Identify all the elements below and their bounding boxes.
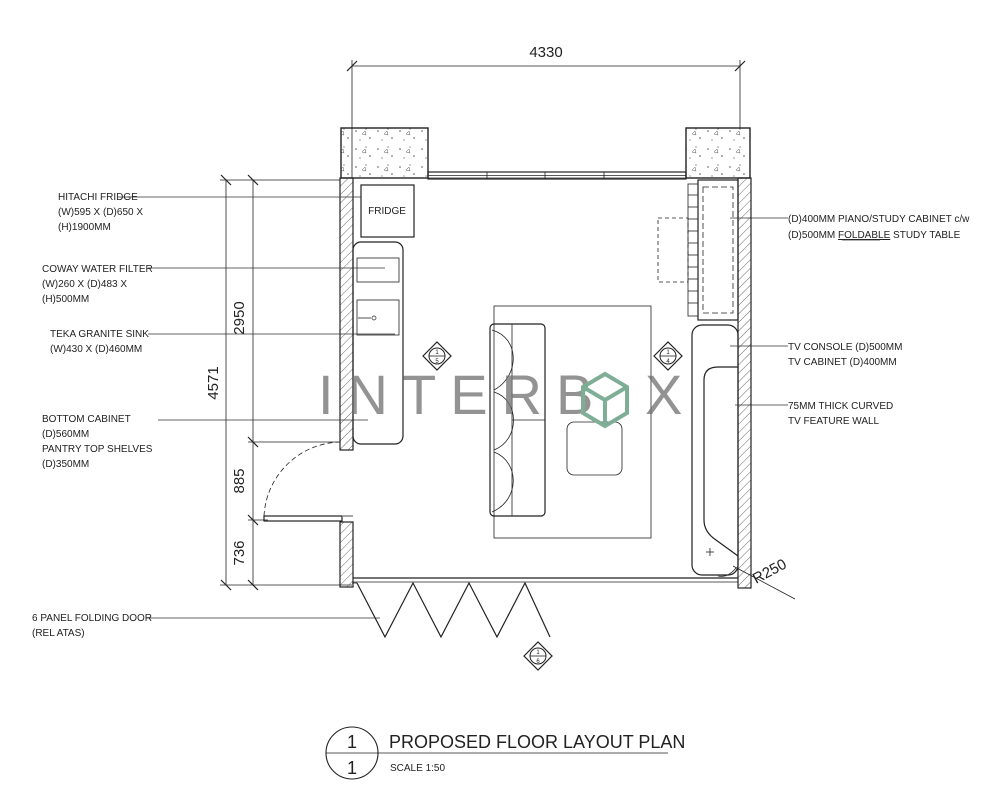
svg-text:6 PANEL FOLDING DOOR: 6 PANEL FOLDING DOOR bbox=[32, 613, 152, 624]
dimension-2950-label: 2950 bbox=[231, 301, 248, 334]
svg-text:(REL ATAS): (REL ATAS) bbox=[32, 628, 85, 639]
label-feature-wall: 75MM THICK CURVED TV FEATURE WALL bbox=[788, 401, 893, 427]
label-cabinet: BOTTOM CABINET (D)560MM PANTRY TOP SHELV… bbox=[42, 414, 153, 470]
title-number-bottom: 1 bbox=[347, 758, 357, 778]
svg-text:INTERB: INTERB bbox=[318, 363, 607, 426]
title-text: PROPOSED FLOOR LAYOUT PLAN bbox=[389, 732, 685, 752]
label-water-filter: COWAY WATER FILTER (W)260 X (D)483 X (H)… bbox=[42, 264, 153, 305]
wall-right bbox=[737, 177, 752, 589]
swing-door bbox=[263, 441, 343, 522]
label-fridge: HITACHI FRIDGE (W)595 X (D)650 X (H)1900… bbox=[58, 192, 143, 233]
svg-text:(D)500MM FOLDABLE STUDY TABLE: (D)500MM FOLDABLE STUDY TABLE bbox=[788, 230, 961, 241]
svg-text:(D)560MM: (D)560MM bbox=[42, 429, 89, 440]
column-right bbox=[685, 127, 751, 179]
title-number-top: 1 bbox=[347, 732, 357, 752]
svg-text:X: X bbox=[645, 363, 696, 426]
section-marker-right: 1 4 bbox=[653, 341, 683, 371]
dimension-depth-label: 4571 bbox=[205, 366, 222, 399]
svg-text:TV CONSOLE (D)500MM: TV CONSOLE (D)500MM bbox=[788, 342, 902, 353]
label-sink: TEKA GRANITE SINK (W)430 X (D)460MM bbox=[50, 329, 149, 355]
svg-text:COWAY WATER FILTER: COWAY WATER FILTER bbox=[42, 264, 153, 275]
dimension-736-label: 736 bbox=[231, 540, 248, 565]
svg-text:(D)350MM: (D)350MM bbox=[42, 459, 89, 470]
dimension-885-label: 885 bbox=[231, 468, 248, 493]
pantry-counter bbox=[352, 241, 404, 445]
section-marker-left: 1 5 bbox=[422, 341, 452, 371]
svg-text:4: 4 bbox=[666, 359, 670, 365]
wall-left-lower bbox=[339, 521, 354, 588]
piano-study-cabinet bbox=[657, 179, 739, 321]
fridge-box-label: FRIDGE bbox=[368, 206, 406, 217]
fridge bbox=[360, 184, 415, 238]
svg-text:1: 1 bbox=[435, 350, 439, 356]
section-marker-bottom: 1 6 bbox=[523, 641, 553, 671]
svg-text:TV CABINET (D)400MM: TV CABINET (D)400MM bbox=[788, 357, 897, 368]
watermark-cube-icon bbox=[581, 371, 629, 429]
coffee-table bbox=[566, 421, 623, 476]
svg-text:5: 5 bbox=[435, 359, 439, 365]
svg-text:(H)1900MM: (H)1900MM bbox=[58, 222, 111, 233]
svg-text:BOTTOM CABINET: BOTTOM CABINET bbox=[42, 414, 131, 425]
folding-door bbox=[352, 581, 551, 639]
svg-text:PANTRY TOP SHELVES: PANTRY TOP SHELVES bbox=[42, 444, 153, 455]
dimension-overall-depth: 4571 bbox=[205, 174, 352, 591]
svg-text:HITACHI FRIDGE: HITACHI FRIDGE bbox=[58, 192, 138, 203]
sofa bbox=[489, 323, 546, 517]
svg-text:75MM THICK CURVED: 75MM THICK CURVED bbox=[788, 401, 893, 412]
dimension-overall-width: 4330 bbox=[346, 44, 746, 178]
dimension-width-label: 4330 bbox=[529, 44, 562, 61]
radius-label: R250 bbox=[750, 556, 790, 588]
column-left bbox=[340, 127, 429, 179]
svg-text:6: 6 bbox=[536, 659, 540, 665]
rug bbox=[493, 305, 652, 539]
svg-text:1: 1 bbox=[666, 350, 670, 356]
tv-console bbox=[691, 324, 739, 577]
svg-text:TV FEATURE WALL: TV FEATURE WALL bbox=[788, 416, 880, 427]
svg-text:TEKA GRANITE SINK: TEKA GRANITE SINK bbox=[50, 329, 149, 340]
svg-text:1: 1 bbox=[536, 650, 540, 656]
title-scale: SCALE 1:50 bbox=[390, 763, 445, 774]
watermark-logo: INTERB X bbox=[318, 363, 696, 429]
svg-text:(W)595 X (D)650 X: (W)595 X (D)650 X bbox=[58, 207, 143, 218]
label-piano: (D)400MM PIANO/STUDY CABINET c/w (D)500M… bbox=[788, 214, 970, 241]
label-tv-console: TV CONSOLE (D)500MM TV CABINET (D)400MM bbox=[788, 342, 902, 368]
dimension-segments: 2950 885 736 bbox=[231, 174, 340, 591]
svg-text:(H)500MM: (H)500MM bbox=[42, 294, 89, 305]
svg-text:(D)400MM PIANO/STUDY CABINET c: (D)400MM PIANO/STUDY CABINET c/w bbox=[788, 214, 970, 225]
title-block: 1 1 PROPOSED FLOOR LAYOUT PLAN SCALE 1:5… bbox=[325, 726, 685, 780]
label-folding-door: 6 PANEL FOLDING DOOR (REL ATAS) bbox=[32, 613, 152, 639]
svg-text:(W)260 X (D)483 X: (W)260 X (D)483 X bbox=[42, 279, 127, 290]
leader-lines bbox=[118, 196, 788, 619]
svg-text:(W)430 X (D)460MM: (W)430 X (D)460MM bbox=[50, 344, 142, 355]
